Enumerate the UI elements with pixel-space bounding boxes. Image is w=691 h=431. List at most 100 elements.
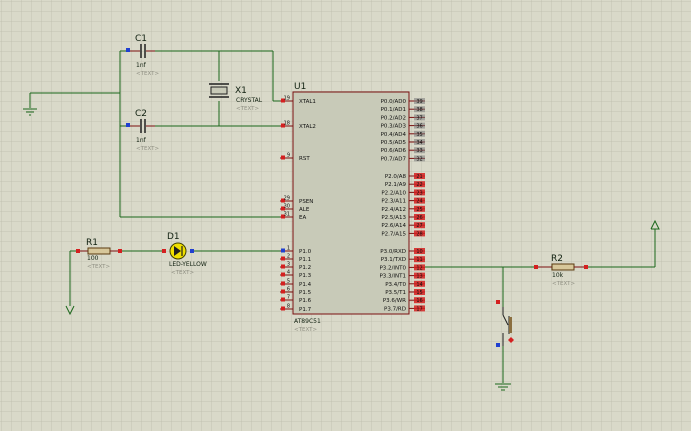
u1-pin-p1-3[interactable]: 4P1.3 (280, 270, 312, 280)
u1-pin-number: 22 (416, 182, 422, 188)
u1-pin-number: 7 (287, 295, 290, 301)
u1-pin-label: P2.4/A12 (381, 207, 406, 213)
u1-pin-p2-6-a14[interactable]: 27 P2.6/A14 (381, 222, 425, 229)
u1-pin-p2-1-a9[interactable]: 22 P2.1/A9 (385, 181, 425, 188)
crystal-x1[interactable]: X1 CRYSTAL <TEXT> (209, 83, 263, 112)
u1-pin-number: 13 (416, 274, 422, 280)
u1-pin-p1-7[interactable]: 8P1.7 (280, 304, 312, 314)
u1-pin-label: P1.6 (299, 298, 312, 304)
u1-pin-p1-4[interactable]: 5P1.4 (280, 279, 312, 289)
u1-pin-number: 14 (416, 282, 422, 288)
u1-pin-p0-1-ad1[interactable]: 38 P0.1/AD1 (381, 106, 425, 113)
u1-pin-p3-2-int0[interactable]: 12 P3.2/INT0 (379, 264, 425, 271)
u1-pin-label: PSEN (299, 199, 313, 205)
u1-pin-number: 24 (416, 199, 422, 205)
u1-pin-label: P3.4/T0 (385, 282, 406, 288)
r2-text-placeholder: <TEXT> (552, 281, 575, 287)
u1-pin-p1-1[interactable]: 2P1.1 (280, 254, 311, 264)
u1-pin-label: P2.6/A14 (381, 223, 406, 229)
c1-value: 1nf (136, 62, 147, 69)
u1-pin-label: ALE (299, 207, 310, 213)
u1-pin-label: P2.3/A11 (381, 199, 406, 205)
u1-pin-number: 34 (416, 140, 422, 146)
c2-value: 1nf (136, 137, 147, 144)
u1-ref: U1 (294, 82, 306, 92)
u1-text-placeholder: <TEXT> (294, 327, 317, 333)
u1-pin-label: P0.6/AD6 (381, 148, 407, 154)
power-arrow-r2 (650, 219, 660, 230)
u1-pin-number: 2 (287, 254, 290, 260)
u1-pin-label: P0.7/AD7 (381, 156, 407, 162)
u1-pin-label: RST (299, 156, 310, 162)
d1-text-placeholder: <TEXT> (171, 270, 194, 276)
u1-pin-number: 15 (416, 290, 422, 296)
d1-value: LED-YELLOW (169, 261, 207, 268)
resistor-r1[interactable]: R1 100 <TEXT> (76, 238, 122, 270)
capacitor-c2[interactable]: C2 1nf <TEXT> (126, 109, 159, 152)
u1-pin-number: 17 (416, 306, 422, 312)
u1-pin-number: 3 (287, 262, 290, 268)
u1-pin-label: P2.1/A9 (385, 182, 407, 188)
u1-pin-label: P0.0/AD0 (381, 99, 407, 105)
u1-pin-number: 5 (287, 279, 290, 285)
u1-pin-p1-6[interactable]: 7P1.6 (280, 295, 312, 305)
u1-pin-p1-0[interactable]: 1P1.0 (280, 246, 312, 256)
r1-text-placeholder: <TEXT> (87, 264, 110, 270)
u1-pin-label: P0.1/AD1 (381, 107, 406, 113)
u1-pin-p2-3-a11[interactable]: 24 P2.3/A11 (381, 197, 425, 205)
u1-pin-label: P3.1/TXD (381, 257, 406, 263)
u1-pin-p3-4-t0[interactable]: 14 P3.4/T0 (385, 280, 425, 288)
u1-left-pins: 19XTAL118XTAL29RST29PSEN30ALE31EA1P1.02P… (280, 96, 316, 314)
ground-symbol-button (495, 383, 511, 391)
u1-pin-label: XTAL1 (299, 99, 316, 105)
u1-pin-number: 23 (416, 190, 422, 196)
resistor-r2[interactable]: R2 10k <TEXT> (534, 254, 588, 287)
u1-pin-number: 12 (416, 265, 422, 271)
u1-value: AT89C51 (294, 318, 321, 325)
c2-ref: C2 (135, 109, 147, 119)
u1-pin-label: P3.6/WR (383, 298, 406, 304)
u1-pin-p1-2[interactable]: 3P1.2 (280, 262, 311, 272)
u1-pin-label: P1.7 (299, 307, 312, 313)
capacitor-c1[interactable]: C1 1nf <TEXT> (126, 34, 159, 77)
u1-pin-number: 27 (416, 223, 422, 229)
x1-ref: X1 (235, 86, 247, 96)
u1-pin-number: 38 (416, 107, 422, 113)
u1-pin-p1-5[interactable]: 6P1.5 (280, 287, 312, 297)
push-button[interactable] (496, 300, 514, 347)
u1-pin-label: XTAL2 (299, 124, 316, 130)
c1-ref: C1 (135, 34, 147, 44)
led-d1[interactable]: D1 LED-YELLOW <TEXT> (162, 232, 207, 276)
u1-pin-label: P3.2/INT0 (379, 265, 406, 271)
u1-pin-label: P0.3/AD3 (381, 124, 407, 130)
c1-text-placeholder: <TEXT> (136, 71, 159, 77)
u1-pin-number: 6 (287, 287, 290, 293)
